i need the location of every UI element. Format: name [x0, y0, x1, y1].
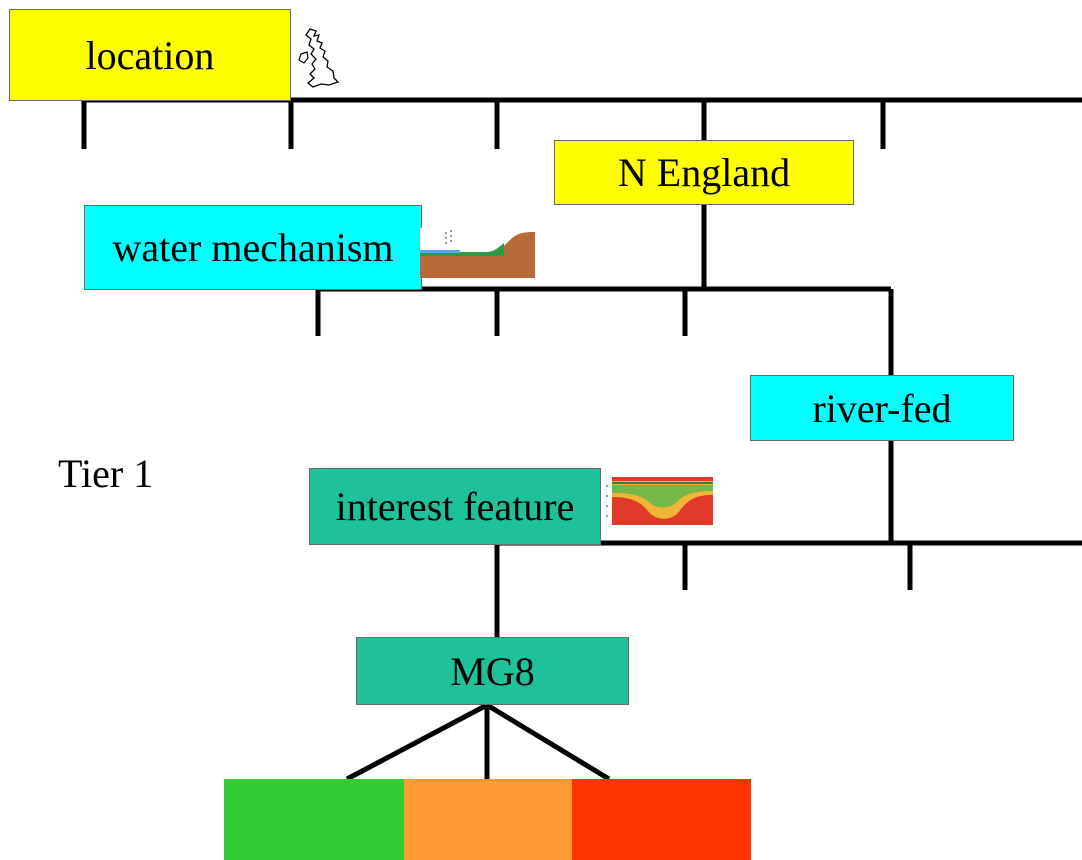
region-label: N England [617, 150, 791, 195]
river-fed-label: river-fed [812, 385, 952, 431]
outcome-poor-box[interactable] [572, 779, 751, 860]
water-mechanism-node[interactable]: water mechanism [84, 205, 422, 290]
tier-label: Tier 1 [58, 451, 154, 496]
region-node[interactable]: N England [554, 140, 854, 205]
river-fed-node[interactable]: river-fed [750, 375, 1014, 441]
location-label: location [85, 32, 215, 78]
mg8-node[interactable]: MG8 [356, 637, 629, 705]
outcome-good-box[interactable] [224, 779, 404, 860]
mg8-to-poor-line [485, 702, 611, 782]
mg8-label: MG8 [450, 648, 535, 694]
outcome-moderate-box[interactable] [404, 779, 572, 860]
uk-map-icon [298, 28, 340, 88]
interest-feature-node[interactable]: interest feature [309, 468, 601, 545]
location-node[interactable]: location [9, 9, 291, 101]
interest-feature-label: interest feature [335, 484, 575, 529]
hillslope-profile-icon [420, 228, 535, 278]
soil-profile-icon [604, 477, 713, 525]
water-mechanism-label: water mechanism [112, 225, 394, 270]
mg8-to-good-line [345, 702, 489, 782]
